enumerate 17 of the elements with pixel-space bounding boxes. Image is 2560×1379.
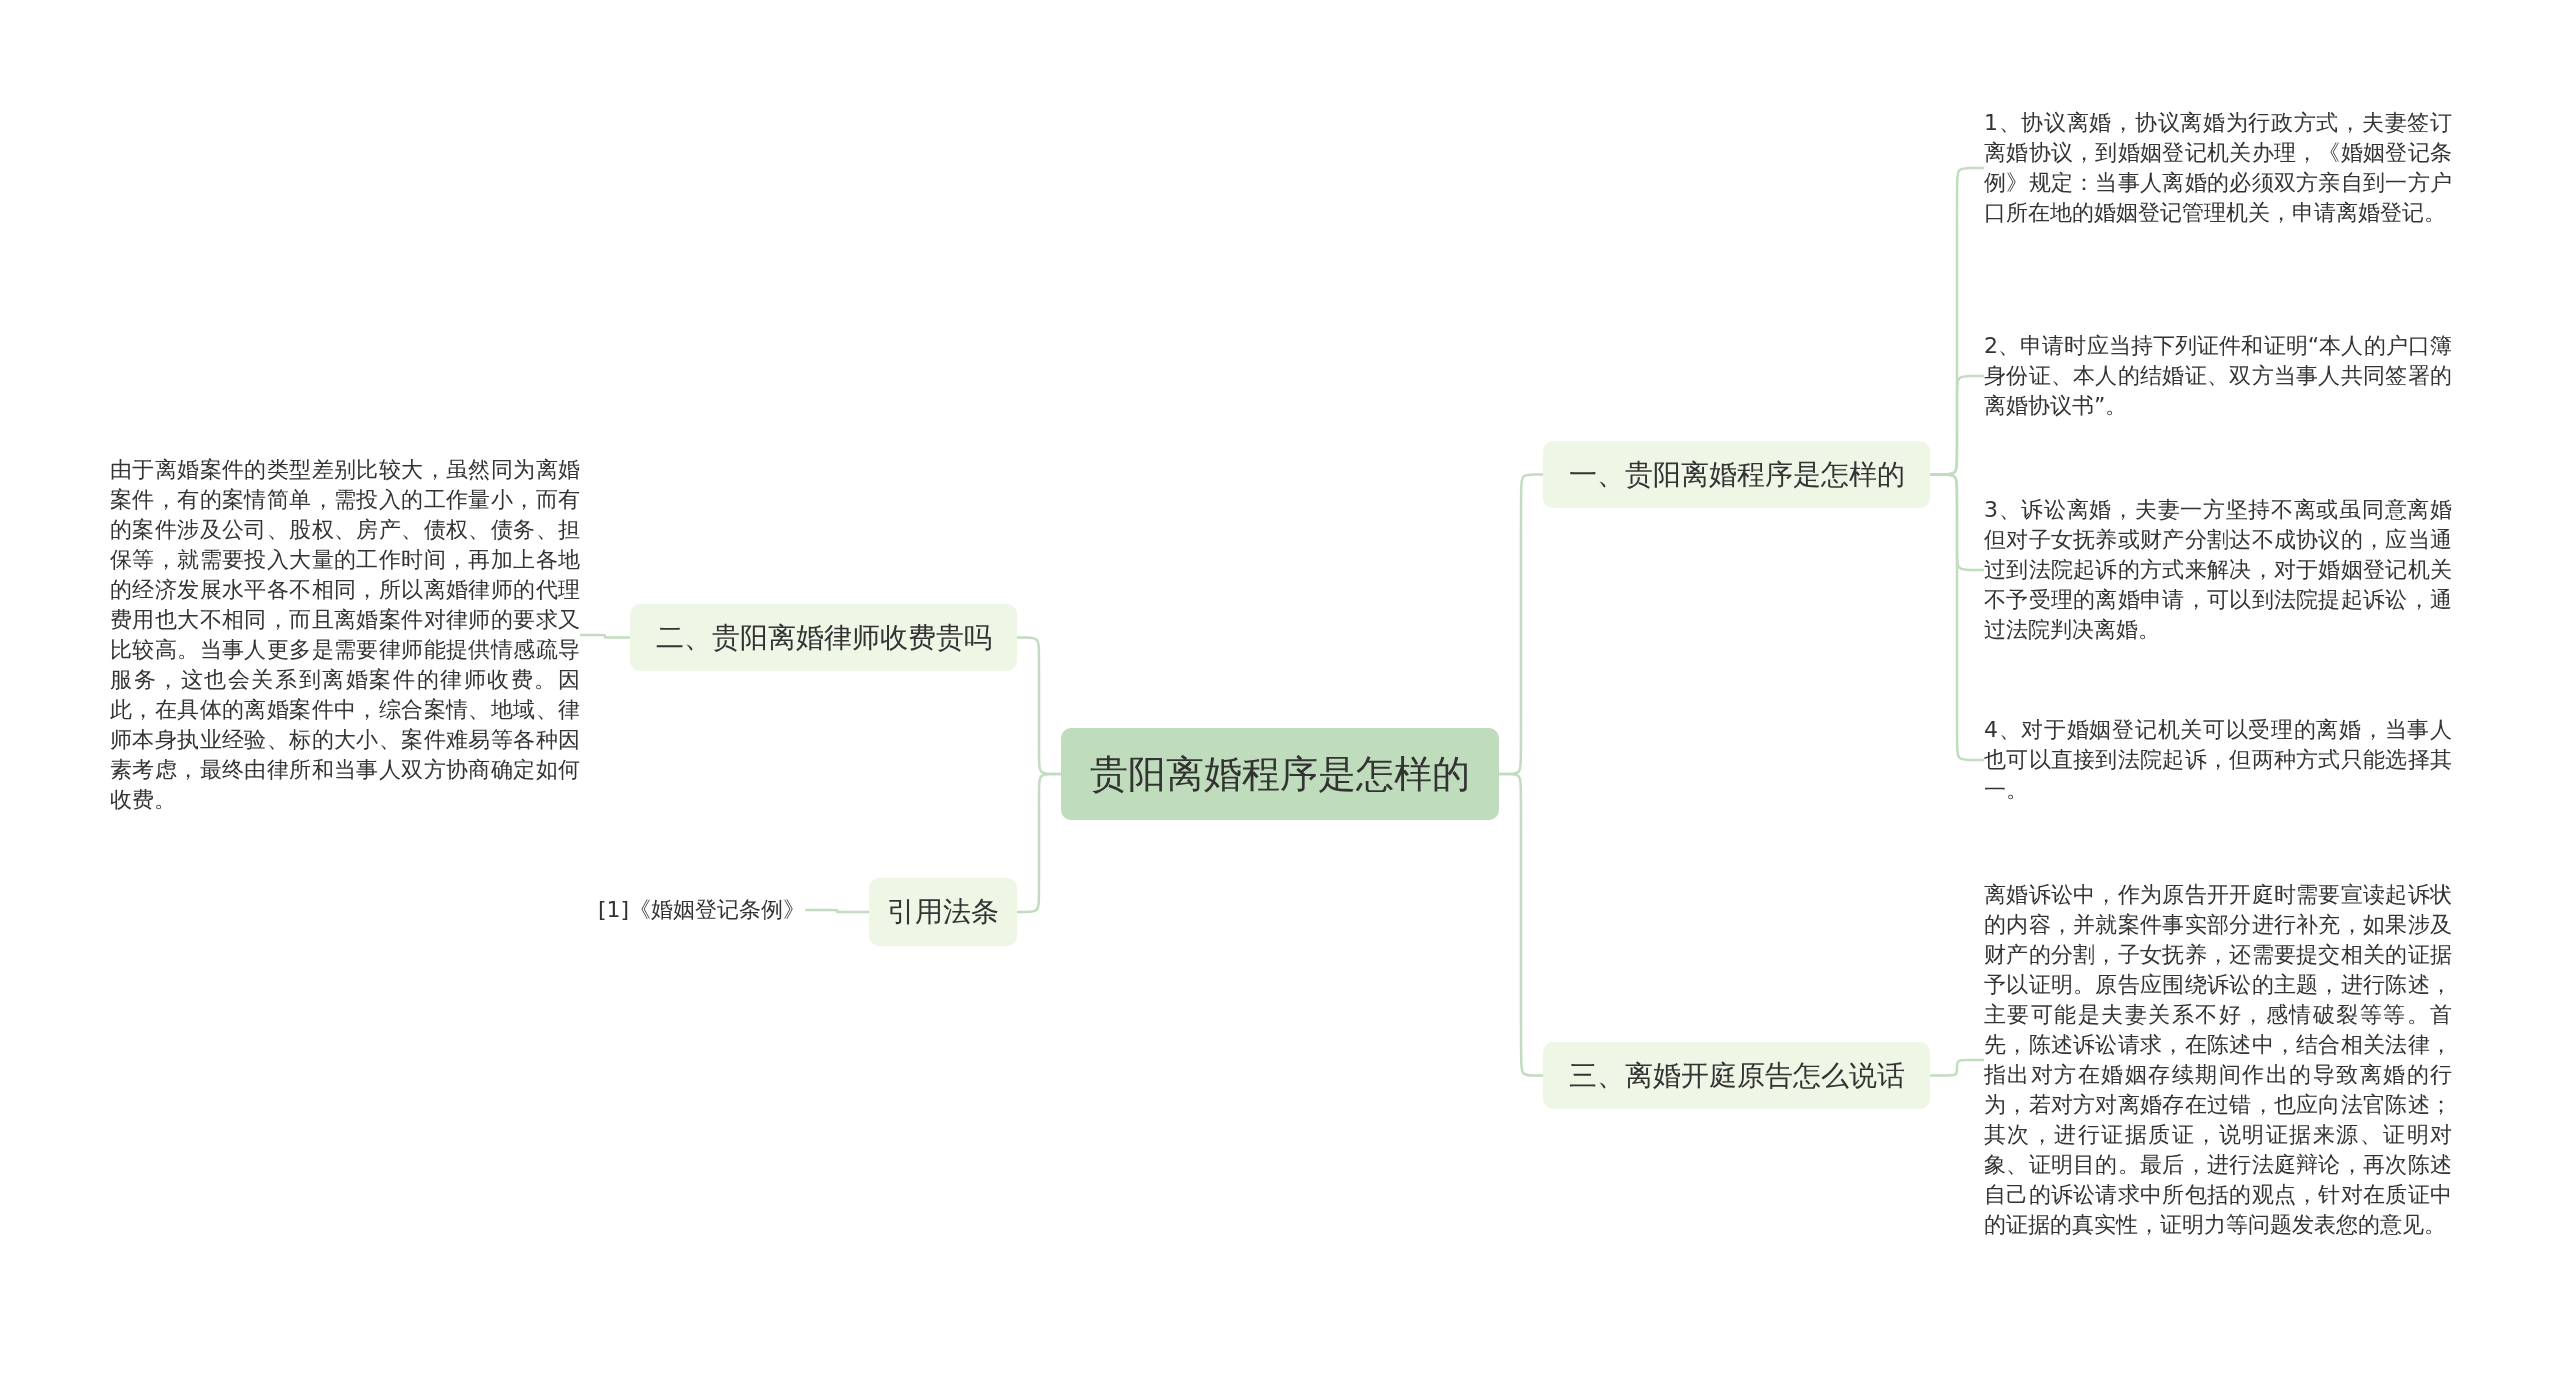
connector-line — [1930, 1058, 1984, 1077]
topic-box: 引用法条 — [869, 878, 1017, 946]
topic-box: 二、贵阳离婚律师收费贵吗 — [630, 604, 1017, 671]
citation-text: [1]《婚姻登记条例》 — [598, 895, 806, 925]
note-text: 离婚诉讼中，作为原告开开庭时需要宣读起诉状的内容，并就案件事实部分进行补充，如果涉及财产的分割，子女抚养，还需要提交相关的证据予以证明。原告应围绕诉讼的主题，进行陈述，主要可能是夫妻关系不好，感情破裂等等。首先，陈述诉讼请求，在陈述中，结合相关法律，指出对方在婚姻存续期间作出的导致离婚的行为，若对方对离婚存在过错，也应向法官陈述；其次，进行证据质证，说明证据来源、证明对象、证明目的。最后，进行法庭辩论，再次陈述自己的诉讼请求中所包括的观点，针对在质证中的证据的真实性，证明力等问题发表您的意见。 — [1984, 880, 2452, 1240]
connector-line — [1017, 772, 1061, 914]
connector-line — [805, 908, 869, 914]
note-text: 3、诉讼离婚，夫妻一方坚持不离或虽同意离婚但对子女抚养或财产分割达不成协议的，应当通过到法院起诉的方式来解决，对于婚姻登记机关不予受理的离婚申请，可以到法院提起诉讼，通过法院判决离婚。 — [1984, 495, 2452, 645]
topic-box: 一、贵阳离婚程序是怎样的 — [1543, 441, 1930, 508]
connector-line — [580, 633, 630, 639]
topic-box: 三、离婚开庭原告怎么说话 — [1543, 1042, 1930, 1109]
note-text: 1、协议离婚，协议离婚为行政方式，夫妻签订离婚协议，到婚姻登记机关办理，《婚姻登记条例》规定：当事人离婚的必须双方亲自到一方户口所在地的婚姻登记管理机关，申请离婚登记。 — [1984, 108, 2452, 228]
note-text: 2、申请时应当持下列证件和证明“本人的户口簿身份证、本人的结婚证、双方当事人共同签署的离婚协议书”。 — [1984, 331, 2452, 421]
connector-line — [1499, 772, 1543, 1077]
note-text: 由于离婚案件的类型差别比较大，虽然同为离婚案件，有的案情简单，需投入的工作量小，而有的案件涉及公司、股权、房产、债权、债务、担保等，就需要投入大量的工作时间，再加上各地的经济发展水平各不相同，所以离婚律师的代理费用也大不相同，而且离婚案件对律师的要求又比较高。当事人更多是需要律师能提供情感疏导服务，这也会关系到离婚案件的律师收费。因此，在具体的离婚案件中，综合案情、地域、律师本身执业经验、标的大小、案件难易等各种因素考虑，最终由律所和当事人双方协商确定如何收费。 — [110, 455, 580, 815]
note-text: 4、对于婚姻登记机关可以受理的离婚，当事人也可以直接到法院起诉，但两种方式只能选择其一。 — [1984, 715, 2452, 805]
central-topic: 贵阳离婚程序是怎样的 — [1061, 728, 1499, 820]
